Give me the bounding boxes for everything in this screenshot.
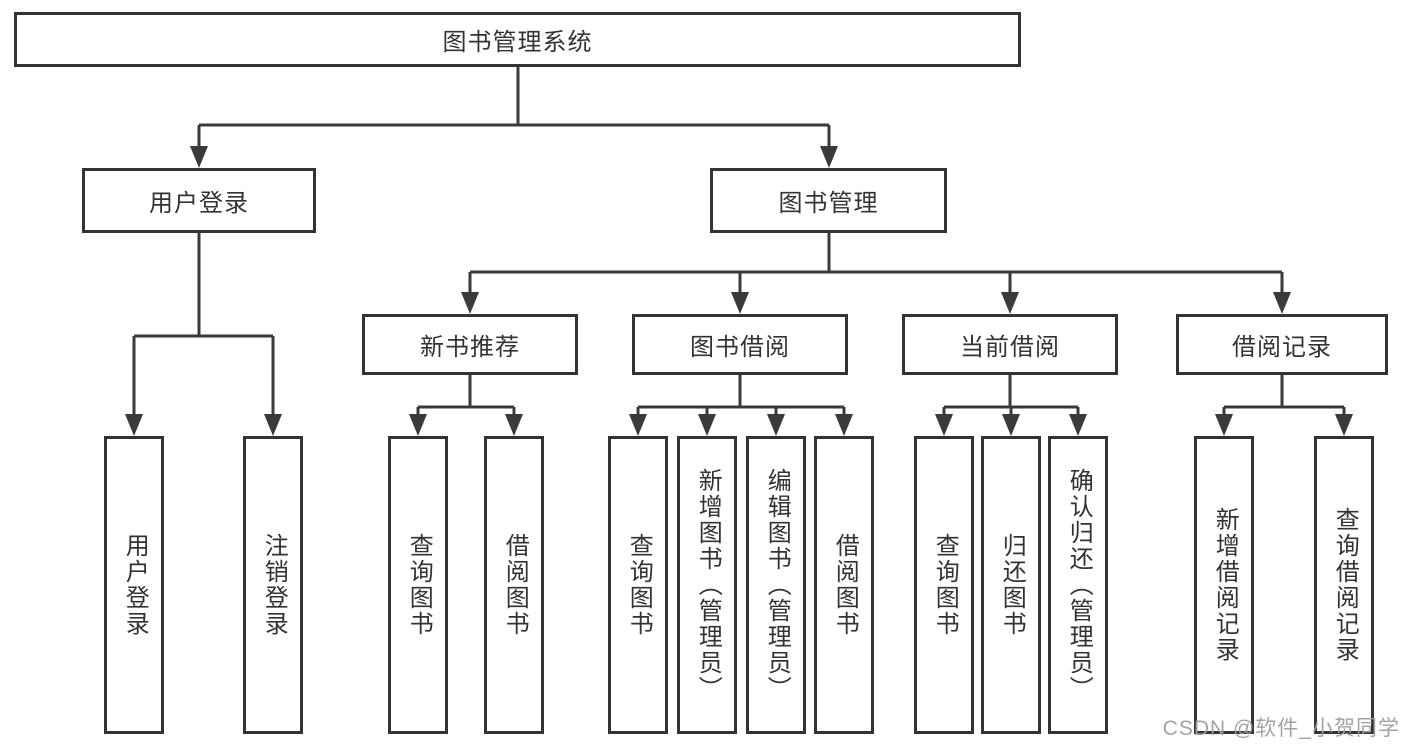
leaf-confirm-return-admin-label: 确认归还（管理员） xyxy=(1065,468,1093,702)
connector-new-book-recommend-to-leaves xyxy=(409,375,523,436)
connector-borrow-record-to-leaves xyxy=(1215,375,1353,436)
leaf-logout: 注销登录 xyxy=(243,436,303,734)
leaf-edit-book-admin-label: 编辑图书（管理员） xyxy=(763,468,791,702)
leaf-query-borrow-record-label: 查询借阅记录 xyxy=(1331,507,1359,663)
node-new-book-recommend: 新书推荐 xyxy=(362,314,578,375)
leaf-user-login-label: 用户登录 xyxy=(121,533,149,637)
leaf-logout-label: 注销登录 xyxy=(260,533,288,637)
leaf-borrow-book-recommend: 借阅图书 xyxy=(484,436,544,734)
node-root-system-label: 图书管理系统 xyxy=(442,29,593,56)
node-current-borrow-label: 当前借阅 xyxy=(960,334,1060,361)
leaf-query-book-borrow-label: 查询图书 xyxy=(625,533,653,637)
connector-root-to-level1 xyxy=(190,67,838,168)
leaf-add-book-admin: 新增图书（管理员） xyxy=(677,436,737,734)
leaf-query-book-recommend: 查询图书 xyxy=(388,436,448,734)
node-root-system: 图书管理系统 xyxy=(14,12,1021,67)
node-book-borrow-label: 图书借阅 xyxy=(690,334,790,361)
leaf-user-login: 用户登录 xyxy=(104,436,164,734)
leaf-query-book-borrow: 查询图书 xyxy=(608,436,668,734)
node-current-borrow: 当前借阅 xyxy=(902,314,1118,375)
leaf-query-book-current-label: 查询图书 xyxy=(931,533,959,637)
leaf-query-book-current: 查询图书 xyxy=(914,436,974,734)
leaf-add-borrow-record: 新增借阅记录 xyxy=(1194,436,1254,734)
connector-current-borrow-to-leaves xyxy=(935,375,1087,436)
leaf-query-book-recommend-label: 查询图书 xyxy=(405,533,433,637)
leaf-add-book-admin-label: 新增图书（管理员） xyxy=(694,468,722,702)
node-book-borrow: 图书借阅 xyxy=(632,314,848,375)
leaf-confirm-return-admin: 确认归还（管理员） xyxy=(1048,436,1108,734)
leaf-edit-book-admin: 编辑图书（管理员） xyxy=(746,436,806,734)
leaf-borrow-book-recommend-label: 借阅图书 xyxy=(501,533,529,637)
connector-user-login-to-leaves xyxy=(125,233,282,436)
leaf-borrow-book-borrow-label: 借阅图书 xyxy=(831,533,859,637)
leaf-add-borrow-record-label: 新增借阅记录 xyxy=(1211,507,1239,663)
leaf-query-borrow-record: 查询借阅记录 xyxy=(1314,436,1374,734)
leaf-return-book: 归还图书 xyxy=(981,436,1041,734)
node-new-book-recommend-label: 新书推荐 xyxy=(420,334,520,361)
node-book-management-label: 图书管理 xyxy=(778,190,879,217)
connector-book-borrow-to-leaves xyxy=(629,375,853,436)
node-borrow-record: 借阅记录 xyxy=(1176,314,1388,375)
connector-book-management-to-level2 xyxy=(461,233,1291,314)
node-user-login-label: 用户登录 xyxy=(149,190,249,217)
leaf-borrow-book-borrow: 借阅图书 xyxy=(814,436,874,734)
node-book-management: 图书管理 xyxy=(710,168,947,233)
node-borrow-record-label: 借阅记录 xyxy=(1232,334,1332,361)
node-user-login: 用户登录 xyxy=(82,168,316,233)
leaf-return-book-label: 归还图书 xyxy=(998,533,1026,637)
